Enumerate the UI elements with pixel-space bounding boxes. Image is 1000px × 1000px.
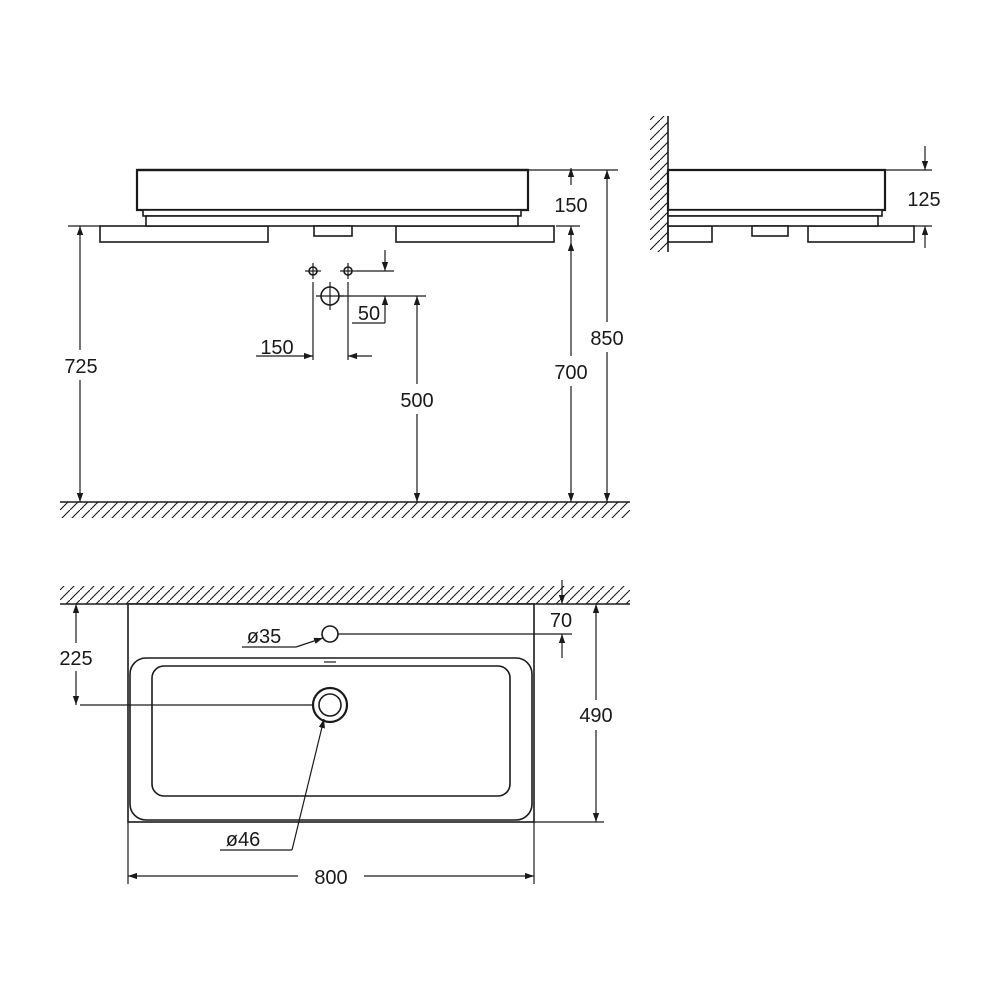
countertop-side	[667, 225, 915, 243]
dimension-basin-height: 150	[528, 168, 618, 242]
dim-label-150-spacing: 150	[260, 337, 293, 359]
dimension-70: 70	[550, 580, 572, 658]
dim-label-700: 700	[554, 362, 587, 384]
basin-side	[666, 168, 887, 237]
drain-plan: ø46	[80, 686, 349, 851]
tap-hole: ø35	[242, 625, 572, 648]
dim-label-850: 850	[590, 328, 623, 350]
dim-label-50: 50	[358, 303, 380, 325]
dimension-drain-spacing: 150	[256, 282, 372, 360]
basin-front	[135, 168, 530, 237]
dim-label-500: 500	[400, 390, 433, 412]
dim-label-125: 125	[907, 189, 940, 211]
supply-connections	[305, 263, 356, 279]
plan-view: ø35 ø46 225 70 490	[52, 580, 630, 890]
dim-label-725: 725	[64, 356, 97, 378]
dimension-125: 125	[885, 146, 941, 248]
floor	[60, 501, 630, 518]
dimension-490: 490	[534, 604, 620, 823]
drain-connection	[316, 282, 344, 310]
dim-label-tap-diameter: ø35	[247, 626, 281, 648]
dim-label-70: 70	[550, 610, 572, 632]
dimension-700: 700	[548, 242, 594, 502]
dimension-drain-offset: 50	[352, 250, 394, 325]
front-elevation: 725 150 700 850 500	[50, 168, 630, 518]
dim-label-490: 490	[579, 705, 612, 727]
side-elevation: 125	[650, 116, 941, 252]
dim-label-800: 800	[314, 867, 347, 889]
dimension-225: 225	[52, 604, 100, 705]
dimension-800: 800	[127, 822, 535, 890]
wall	[650, 116, 669, 252]
wall-plan	[60, 586, 630, 605]
dim-label-drain-diameter: ø46	[226, 829, 260, 851]
dimension-500: 500	[340, 295, 440, 502]
dim-label-225: 225	[59, 648, 92, 670]
dim-label-150-basin: 150	[554, 195, 587, 217]
dimension-850: 850	[584, 170, 630, 502]
dimension-725: 725	[50, 225, 106, 502]
